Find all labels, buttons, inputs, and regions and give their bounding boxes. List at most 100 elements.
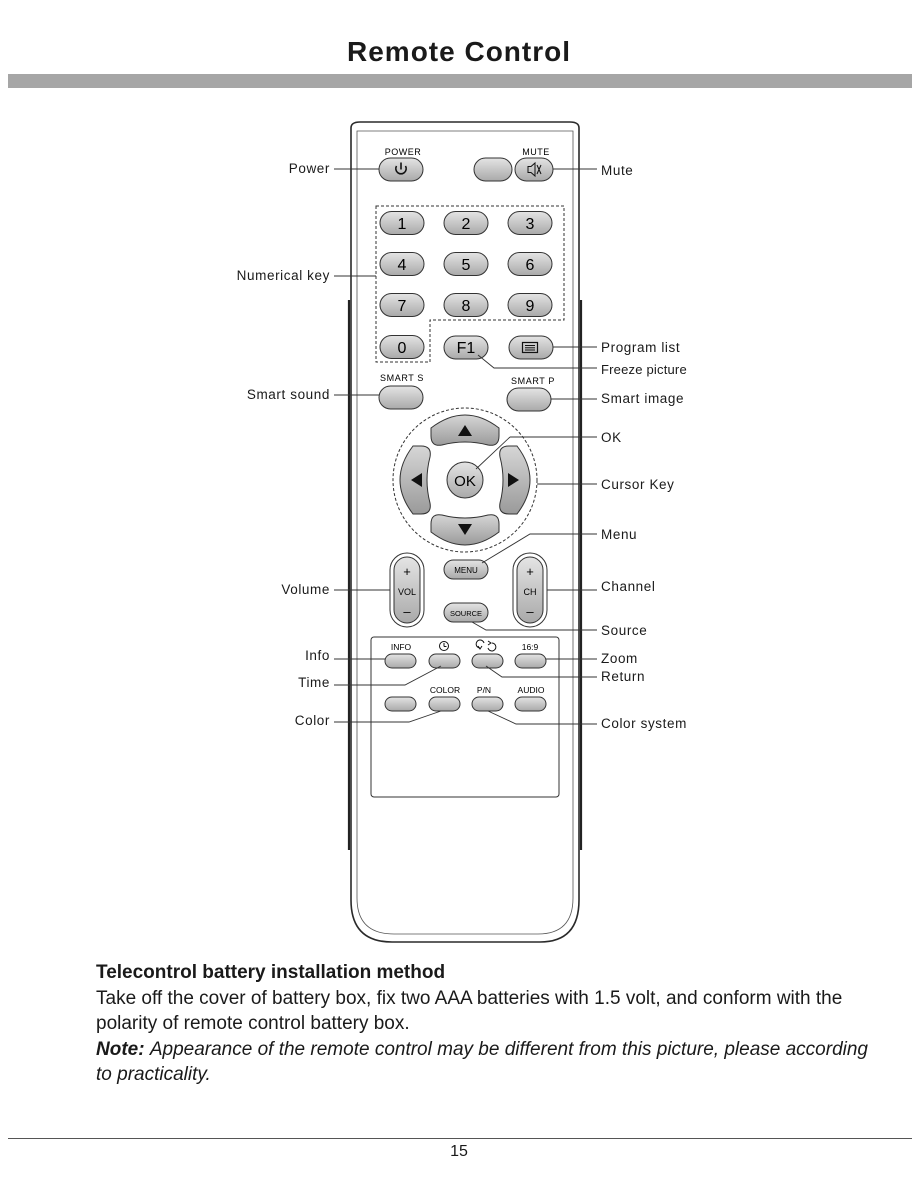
callout-program-list: Program list — [601, 340, 681, 355]
arrow-down-icon — [458, 524, 472, 535]
instructions-heading: Telecontrol battery installation method — [96, 962, 446, 983]
volume-rocker[interactable]: + VOL – — [389, 552, 425, 628]
pn-label: P/N — [477, 685, 491, 695]
ok-label: OK — [454, 473, 476, 490]
ch-label: CH — [524, 587, 537, 597]
return-button[interactable] — [471, 653, 504, 669]
cursor-right-button[interactable] — [499, 445, 531, 515]
instructions-note: Note: Appearance of the remote control m… — [96, 1037, 876, 1088]
return-icon — [475, 639, 497, 652]
callout-channel: Channel — [601, 579, 656, 594]
callout-smart-sound: Smart sound — [246, 387, 330, 402]
color-system-button[interactable] — [471, 696, 504, 712]
ok-button[interactable]: OK — [446, 461, 484, 499]
source-label: SOURCE — [450, 609, 482, 618]
callout-power: Power — [288, 161, 330, 176]
callout-volume: Volume — [281, 582, 330, 597]
function-panel — [370, 636, 560, 798]
cursor-left-button[interactable] — [399, 445, 431, 515]
digit-label: 7 — [398, 298, 407, 315]
digit-label: 0 — [398, 340, 407, 357]
digit-key-7[interactable]: 7 — [379, 293, 425, 317]
channel-rocker[interactable]: + CH – — [512, 552, 548, 628]
callout-return: Return — [601, 669, 646, 684]
footer-rule — [8, 1138, 912, 1139]
smart-p-label: SMART P — [511, 376, 555, 386]
note-text: Appearance of the remote control may be … — [96, 1038, 869, 1086]
f1-label: F1 — [457, 340, 476, 357]
digit-label: 4 — [398, 257, 407, 274]
digit-key-1[interactable]: 1 — [379, 211, 425, 235]
digit-key-9[interactable]: 9 — [507, 293, 553, 317]
callout-numerical-key: Numerical key — [236, 268, 330, 283]
callout-time: Time — [298, 675, 330, 690]
power-icon — [395, 162, 407, 175]
mute-icon — [527, 161, 542, 178]
vol-minus-label: – — [403, 604, 411, 619]
callout-mute: Mute — [601, 163, 634, 178]
zoom-button[interactable] — [514, 653, 547, 669]
digit-key-4[interactable]: 4 — [379, 252, 425, 276]
cursor-pad-ring — [392, 407, 538, 553]
arrow-left-icon — [411, 473, 422, 487]
info-button[interactable] — [384, 653, 417, 669]
note-label: Note: — [96, 1038, 145, 1060]
callout-cursor-key: Cursor Key — [601, 477, 675, 492]
ch-plus-label: + — [526, 564, 534, 579]
aspect-label: 16:9 — [522, 642, 539, 652]
cursor-down-button[interactable] — [430, 514, 500, 546]
arrow-up-icon — [458, 425, 472, 436]
callout-color: Color — [294, 713, 330, 728]
page-title: Remote Control — [347, 36, 571, 67]
f1-button[interactable]: F1 — [443, 335, 489, 360]
info-label: INFO — [391, 642, 412, 652]
menu-button[interactable]: MENU — [443, 559, 489, 580]
clock-icon — [439, 641, 449, 651]
vol-plus-label: + — [403, 564, 411, 579]
callout-zoom: Zoom — [601, 651, 638, 666]
instructions-body: Take off the cover of battery box, fix t… — [96, 987, 843, 1035]
source-button[interactable]: SOURCE — [443, 602, 489, 623]
callout-info: Info — [305, 648, 330, 663]
digit-label: 5 — [462, 257, 471, 274]
callout-source: Source — [601, 623, 648, 638]
vol-label: VOL — [398, 587, 416, 597]
menu-label: MENU — [454, 566, 478, 575]
power-label: POWER — [385, 147, 422, 157]
power-button[interactable] — [378, 157, 424, 182]
callout-smart-image: Smart image — [601, 391, 685, 406]
blank-function-button[interactable] — [384, 696, 417, 712]
smart-s-label: SMART S — [380, 373, 424, 383]
digit-key-8[interactable]: 8 — [443, 293, 489, 317]
audio-button[interactable] — [514, 696, 547, 712]
digit-key-0[interactable]: 0 — [379, 335, 425, 359]
digit-key-5[interactable]: 5 — [443, 252, 489, 276]
numeric-key-region — [375, 205, 565, 363]
leader-lines — [334, 168, 597, 725]
smart-sound-button[interactable] — [378, 385, 424, 410]
mute-label: MUTE — [522, 147, 550, 157]
arrow-right-icon — [508, 473, 519, 487]
mute-button[interactable] — [514, 157, 554, 182]
digit-key-6[interactable]: 6 — [507, 252, 553, 276]
time-button[interactable] — [428, 653, 461, 669]
page-number: 15 — [450, 1143, 468, 1160]
blank-button[interactable] — [473, 157, 513, 182]
cursor-up-button[interactable] — [430, 414, 500, 446]
ch-minus-label: – — [526, 604, 534, 619]
digit-key-3[interactable]: 3 — [507, 211, 553, 235]
callout-freeze-picture: Freeze picture — [601, 362, 687, 377]
title-bar — [8, 74, 912, 88]
color-button[interactable] — [428, 696, 461, 712]
program-list-button[interactable] — [508, 335, 554, 360]
digit-key-2[interactable]: 2 — [443, 211, 489, 235]
callout-color-system: Color system — [601, 716, 687, 731]
digit-label: 9 — [526, 298, 535, 315]
smart-image-button[interactable] — [506, 387, 552, 412]
audio-label: AUDIO — [518, 685, 545, 695]
digit-label: 6 — [526, 257, 535, 274]
digit-label: 2 — [462, 216, 471, 233]
battery-instructions: Telecontrol battery installation method … — [96, 960, 876, 1088]
callout-menu: Menu — [601, 527, 638, 542]
